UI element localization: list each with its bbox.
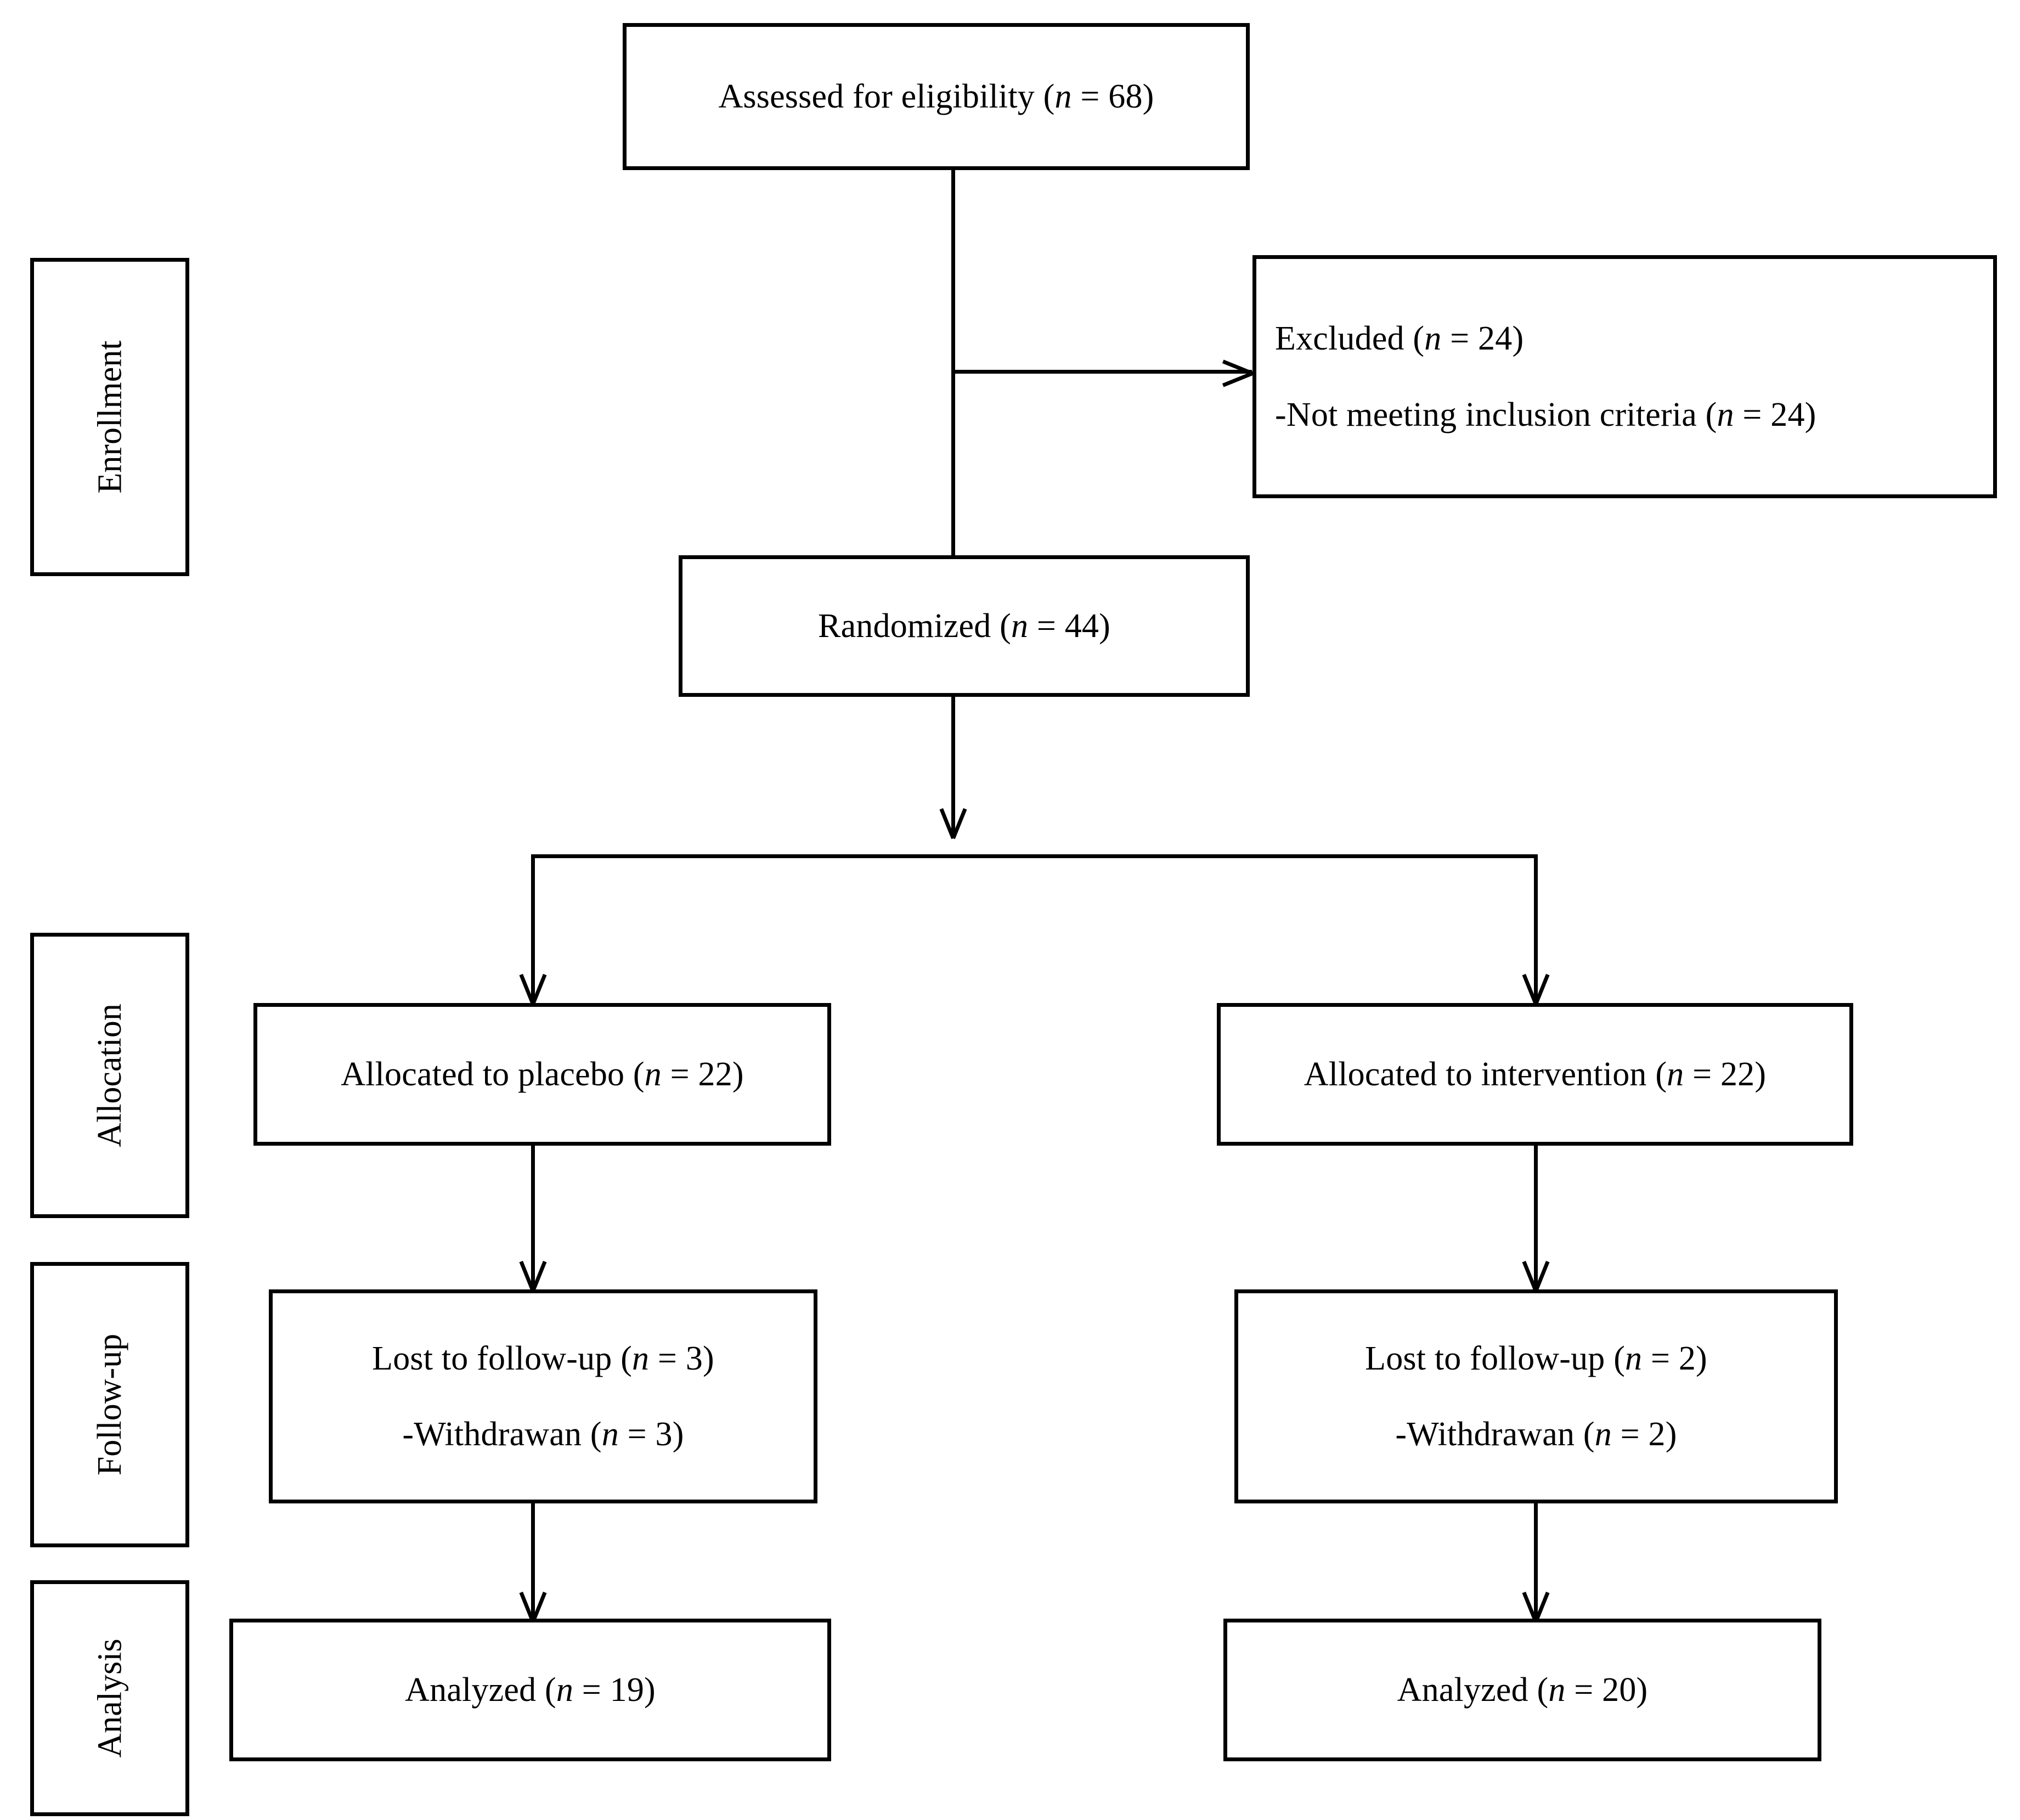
node-analyzed-placebo-suffix: = 19) — [573, 1671, 656, 1709]
node-lost-followup-placebo-line-1-prefix: Lost to follow-up ( — [372, 1339, 633, 1377]
stage-label-followup: Follow-up — [30, 1262, 189, 1547]
node-assessed-prefix: Assessed for eligibility ( — [718, 77, 1055, 115]
stage-label-analysis: Analysis — [30, 1580, 189, 1816]
node-analyzed-intervention-line: Analyzed (n = 20) — [1397, 1671, 1648, 1709]
node-assessed-n-symbol: n — [1054, 77, 1072, 115]
node-assessed-for-eligibility: Assessed for eligibility (n = 68) — [623, 23, 1250, 170]
node-lost-followup-intervention-line-1-suffix: = 2) — [1642, 1339, 1707, 1377]
stage-label-followup-text: Follow-up — [91, 1333, 128, 1476]
node-lost-followup-intervention-line-2-suffix: = 2) — [1611, 1416, 1677, 1453]
node-allocated-placebo-suffix: = 22) — [661, 1055, 744, 1093]
node-allocated-placebo: Allocated to placebo (n = 22) — [253, 1003, 831, 1146]
node-lost-followup-intervention-line-1: Lost to follow-up (n = 2) — [1365, 1340, 1707, 1377]
node-lost-followup-intervention-line-2: -Withdrawan (n = 2) — [1395, 1416, 1677, 1453]
node-assessed-suffix: = 68) — [1071, 77, 1154, 115]
connector-split-bar — [531, 854, 1538, 858]
node-excluded-line-1: Excluded (n = 24) — [1256, 320, 1524, 357]
node-allocated-intervention-n-symbol: n — [1667, 1055, 1684, 1093]
connector-placebo-followup-to-analysis — [531, 1503, 535, 1621]
node-excluded-line-1-suffix: = 24) — [1441, 320, 1524, 358]
node-analyzed-placebo-n-symbol: n — [556, 1671, 574, 1709]
connector-to-excluded — [953, 370, 1252, 374]
node-analyzed-placebo-prefix: Analyzed ( — [405, 1671, 556, 1709]
node-allocated-intervention: Allocated to intervention (n = 22) — [1217, 1003, 1853, 1146]
node-analyzed-intervention-prefix: Analyzed ( — [1397, 1671, 1549, 1709]
node-analyzed-intervention: Analyzed (n = 20) — [1223, 1619, 1821, 1761]
node-lost-followup-placebo-line-2: -Withdrawan (n = 3) — [402, 1416, 684, 1453]
node-lost-followup-intervention: Lost to follow-up (n = 2) -Withdrawan (n… — [1234, 1289, 1838, 1503]
node-randomized-suffix: = 44) — [1028, 607, 1110, 645]
connector-split-right — [1534, 854, 1538, 1003]
node-excluded: Excluded (n = 24) -Not meeting inclusion… — [1252, 255, 1997, 498]
stage-label-enrollment: Enrollment — [30, 258, 189, 576]
node-allocated-intervention-suffix: = 22) — [1684, 1055, 1767, 1093]
node-allocated-intervention-prefix: Allocated to intervention ( — [1304, 1055, 1667, 1093]
node-analyzed-intervention-suffix: = 20) — [1565, 1671, 1648, 1709]
stage-label-enrollment-text: Enrollment — [91, 340, 129, 494]
node-lost-followup-placebo-line-2-n-symbol: n — [601, 1416, 619, 1453]
connector-split-left — [531, 854, 535, 1003]
node-randomized: Randomized (n = 44) — [679, 555, 1250, 697]
stage-label-allocation: Allocation — [30, 933, 189, 1218]
node-lost-followup-intervention-line-1-prefix: Lost to follow-up ( — [1365, 1339, 1626, 1377]
node-analyzed-intervention-n-symbol: n — [1548, 1671, 1566, 1709]
node-lost-followup-placebo: Lost to follow-up (n = 3) -Withdrawan (n… — [269, 1289, 817, 1503]
node-randomized-n-symbol: n — [1011, 607, 1029, 645]
connector-intervention-alloc-to-followup — [1534, 1146, 1538, 1289]
node-excluded-line-2-prefix: -Not meeting inclusion criteria ( — [1275, 396, 1717, 433]
node-excluded-line-1-prefix: Excluded ( — [1275, 320, 1425, 358]
node-lost-followup-placebo-line-1-n-symbol: n — [632, 1339, 650, 1377]
connector-placebo-alloc-to-followup — [531, 1146, 535, 1289]
node-lost-followup-intervention-line-2-prefix: -Withdrawan ( — [1395, 1416, 1595, 1453]
node-analyzed-placebo-line: Analyzed (n = 19) — [405, 1671, 656, 1709]
node-lost-followup-intervention-line-2-n-symbol: n — [1594, 1416, 1612, 1453]
node-excluded-line-2: -Not meeting inclusion criteria (n = 24) — [1256, 396, 1816, 433]
node-excluded-line-1-n-symbol: n — [1424, 320, 1442, 358]
stage-label-allocation-text: Allocation — [91, 1004, 128, 1147]
node-assessed-line: Assessed for eligibility (n = 68) — [718, 78, 1154, 115]
node-excluded-line-2-suffix: = 24) — [1734, 396, 1816, 433]
node-lost-followup-placebo-line-1: Lost to follow-up (n = 3) — [372, 1340, 714, 1377]
connector-assessed-to-randomized — [951, 170, 955, 555]
connector-randomized-down — [951, 697, 955, 837]
node-lost-followup-placebo-line-1-suffix: = 3) — [649, 1339, 714, 1377]
connector-intervention-followup-to-analysis — [1534, 1503, 1538, 1621]
node-randomized-prefix: Randomized ( — [818, 607, 1011, 645]
node-excluded-line-2-n-symbol: n — [1717, 396, 1734, 433]
node-lost-followup-placebo-line-2-suffix: = 3) — [618, 1416, 684, 1453]
node-analyzed-placebo: Analyzed (n = 19) — [229, 1619, 831, 1761]
node-lost-followup-intervention-line-1-n-symbol: n — [1625, 1339, 1643, 1377]
node-allocated-placebo-n-symbol: n — [644, 1055, 662, 1093]
node-randomized-line: Randomized (n = 44) — [818, 607, 1110, 645]
stage-label-analysis-text: Analysis — [91, 1638, 128, 1758]
node-allocated-intervention-line: Allocated to intervention (n = 22) — [1304, 1056, 1766, 1093]
node-allocated-placebo-line: Allocated to placebo (n = 22) — [341, 1056, 744, 1093]
node-allocated-placebo-prefix: Allocated to placebo ( — [341, 1055, 645, 1093]
node-lost-followup-placebo-line-2-prefix: -Withdrawan ( — [402, 1416, 602, 1453]
